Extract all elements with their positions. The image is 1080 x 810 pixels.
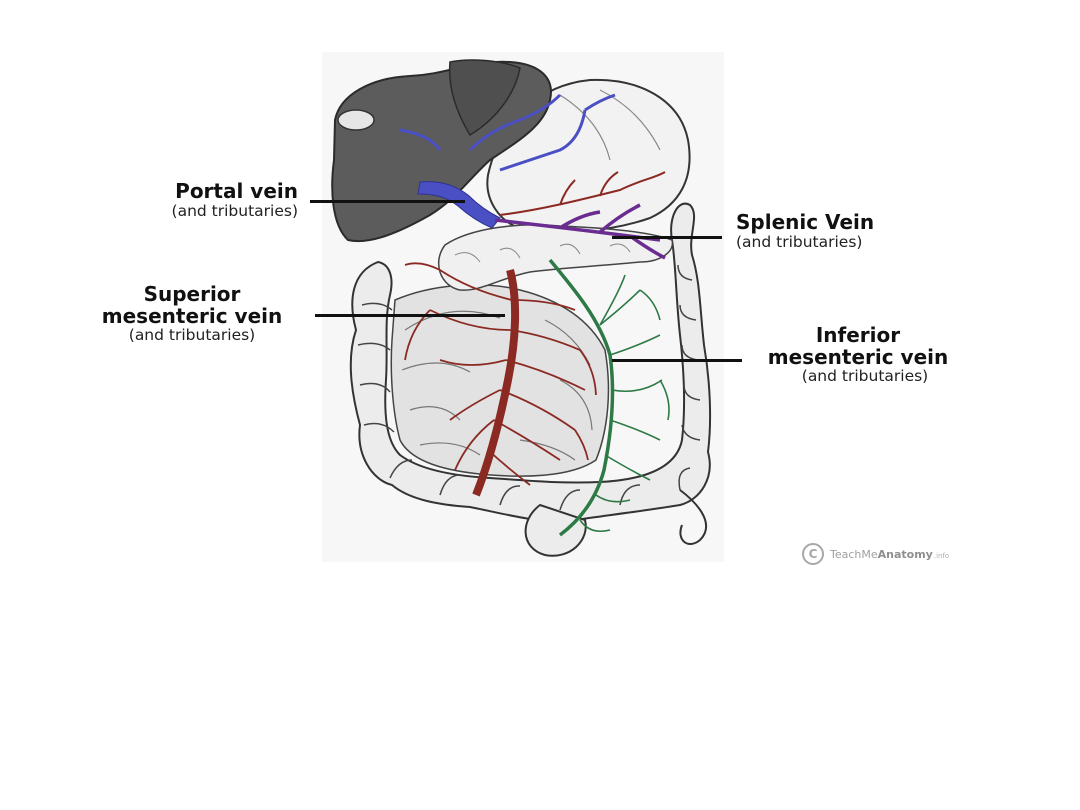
label-inferior-mesenteric-vein: Inferior mesenteric vein (and tributarie… xyxy=(748,323,968,386)
leader-splenic-vein xyxy=(612,236,722,239)
sigmoid-colon xyxy=(524,503,587,557)
leader-portal-vein xyxy=(310,200,465,203)
label-superior-line1: Superior xyxy=(143,282,241,306)
label-splenic-vein-sub: (and tributaries) xyxy=(736,232,863,251)
label-splenic-vein: Splenic Vein (and tributaries) xyxy=(736,210,875,251)
label-inferior-line1: Inferior xyxy=(815,323,901,347)
colon-haustra xyxy=(357,264,701,511)
label-superior-mesenteric-vein: Superior mesenteric vein (and tributarie… xyxy=(86,282,298,345)
small-intestine xyxy=(390,284,610,477)
label-superior-sub: (and tributaries) xyxy=(128,326,256,345)
inferior-mesenteric-branches xyxy=(579,274,670,533)
portal-vein xyxy=(417,181,501,229)
credit-watermark: C TeachMeAnatomy.info xyxy=(802,543,949,565)
leader-inferior-mesenteric-vein xyxy=(612,359,742,362)
leader-superior-mesenteric-vein xyxy=(315,314,505,317)
label-superior-line2: mesenteric vein xyxy=(101,303,283,328)
gallbladder xyxy=(337,109,375,131)
credit-text: TeachMeAnatomy.info xyxy=(830,547,950,561)
inferior-mesenteric-vein xyxy=(548,258,615,537)
splenic-vein xyxy=(494,203,666,260)
copyright-icon: C xyxy=(802,543,824,565)
label-inferior-sub: (and tributaries) xyxy=(801,367,929,386)
label-inferior-line2: mesenteric vein xyxy=(767,344,949,369)
label-portal-vein: Portal vein (and tributaries) xyxy=(120,179,298,220)
label-splenic-vein-name: Splenic Vein xyxy=(736,210,875,234)
label-portal-vein-sub: (and tributaries) xyxy=(171,201,298,220)
superior-mesenteric-branches xyxy=(404,262,597,486)
colon xyxy=(349,202,712,523)
label-portal-vein-name: Portal vein xyxy=(175,179,298,203)
